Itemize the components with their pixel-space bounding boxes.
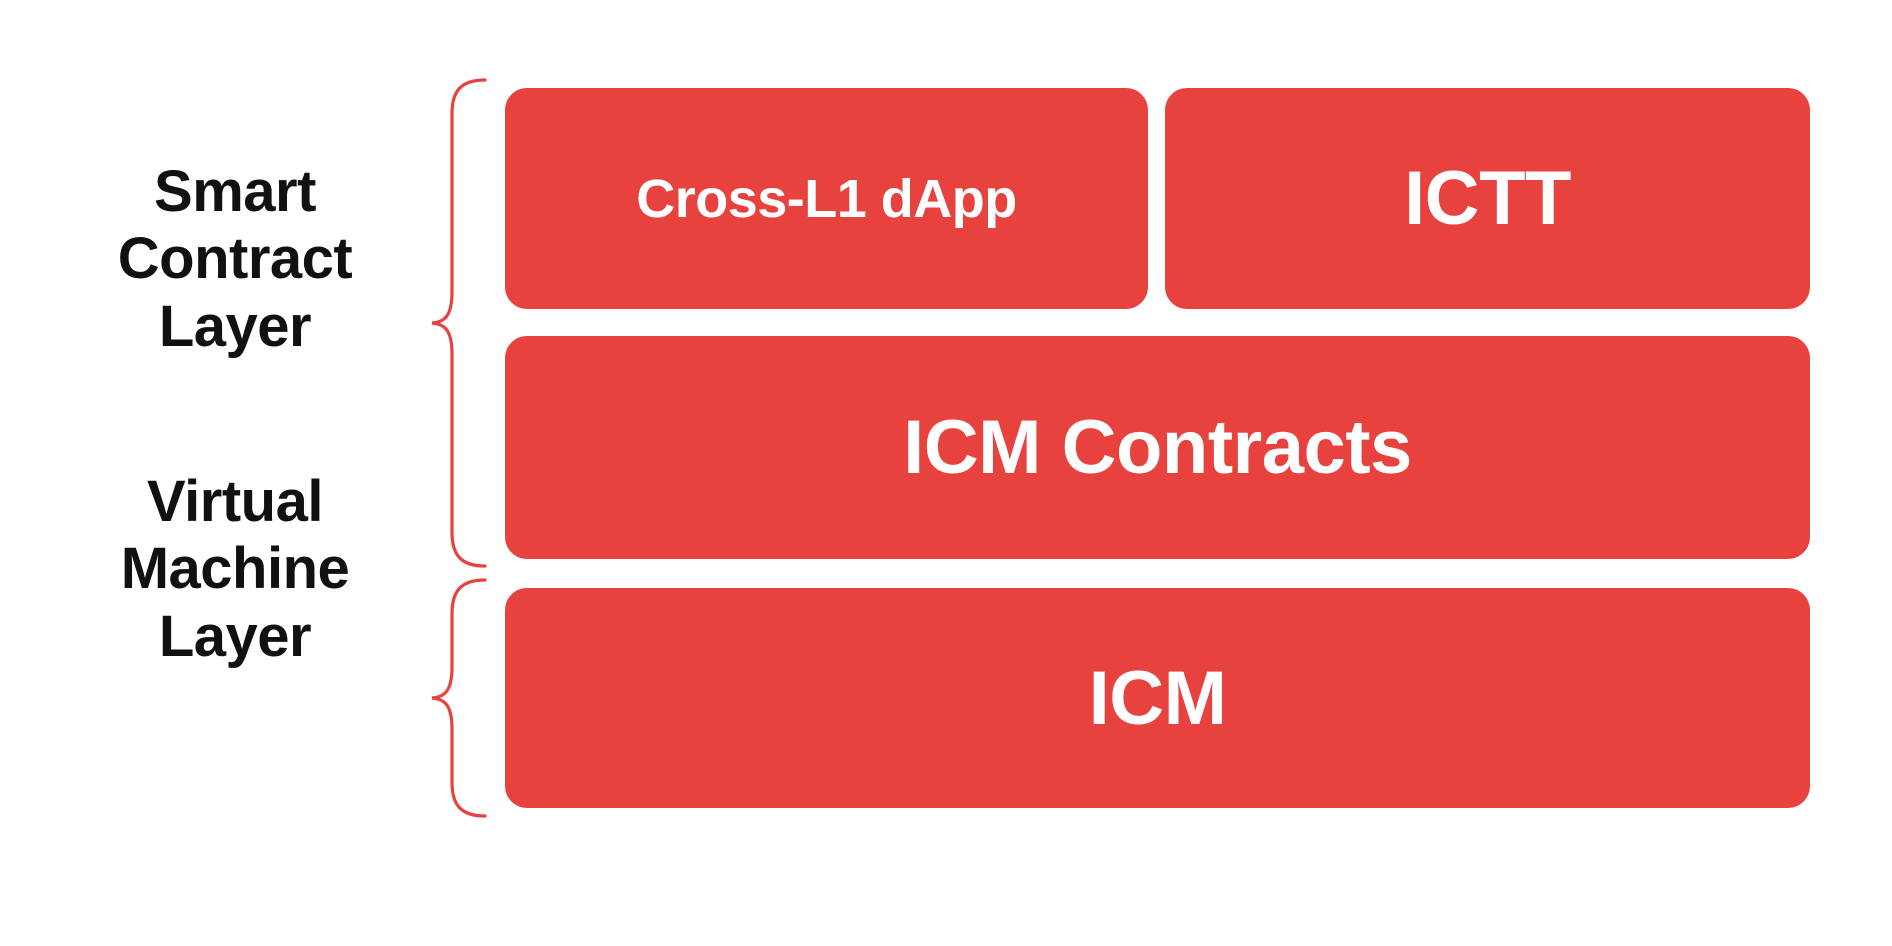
curly-brace-smart-contract-icon: [431, 78, 487, 568]
box-icm-contracts[interactable]: ICM Contracts: [505, 336, 1810, 559]
box-icm-label: ICM: [1088, 655, 1227, 741]
layer-label-smart-contract: Smart Contract Layer: [117, 159, 353, 359]
box-icm[interactable]: ICM: [505, 588, 1810, 808]
box-cross-l1-dapp[interactable]: Cross-L1 dApp: [505, 88, 1148, 309]
box-cross-l1-dapp-label: Cross-L1 dApp: [636, 168, 1017, 229]
box-icm-contracts-label: ICM Contracts: [903, 405, 1412, 490]
box-ictt[interactable]: ICTT: [1165, 88, 1810, 309]
layer-label-virtual-machine: Virtual Machine Layer: [120, 469, 350, 669]
box-ictt-label: ICTT: [1404, 156, 1571, 241]
curly-brace-virtual-machine-icon: [431, 578, 487, 818]
